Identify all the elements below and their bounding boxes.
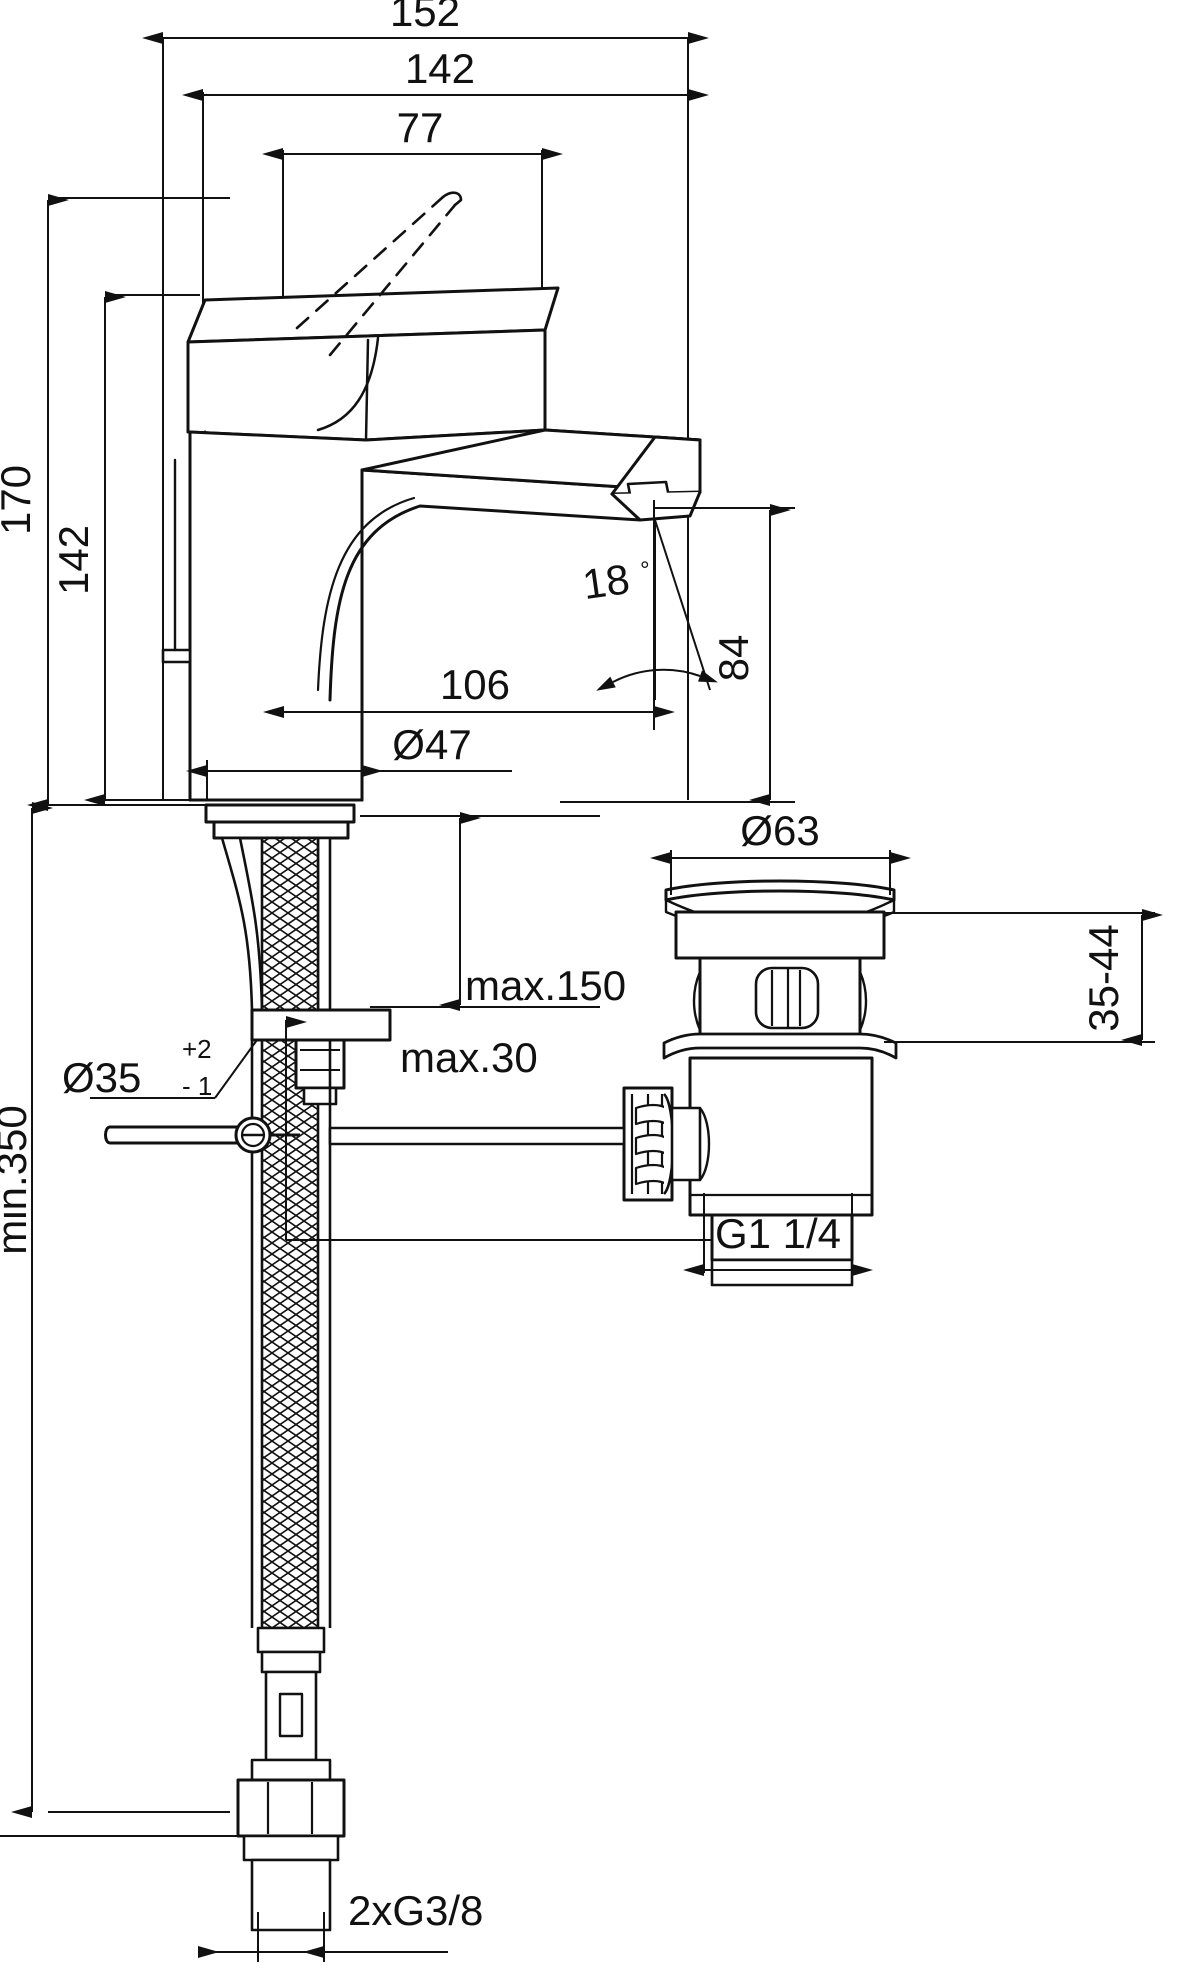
- clamp-nut-body: [294, 1038, 346, 1090]
- dim-label-84: 84: [710, 635, 757, 682]
- popup-horizontal-linkage: [328, 1126, 626, 1146]
- waste-flange-dome: [664, 879, 896, 902]
- braided-hose: [260, 836, 320, 1630]
- top-dimension-group: 152 142 77: [142, 0, 709, 800]
- h84-extension-lines: [560, 507, 795, 803]
- dim-label-g114: G1 1/4: [715, 1210, 841, 1257]
- waste-neck-left-groove: [692, 971, 702, 1031]
- waste-assembly: [328, 879, 898, 1287]
- g114-dimension-group: G1 1/4: [683, 1193, 873, 1285]
- dim-label-max30: max.30: [400, 1034, 538, 1081]
- max30-dimension-group: max.30: [360, 812, 600, 1081]
- dim-label-142-top: 142: [405, 45, 475, 92]
- waste-flange-body: [674, 910, 886, 960]
- angle-dimension-group: 18 ° 84: [560, 504, 795, 806]
- base-flange: [204, 803, 356, 824]
- dim-label-d35-tol-plus: +2: [182, 1034, 212, 1064]
- supply-nut-hex: [236, 1778, 346, 1838]
- lever-edge-crease: [364, 338, 370, 442]
- dim-label-77: 77: [397, 104, 444, 151]
- clamp-nut-facets: [300, 1049, 340, 1071]
- spout-underside-curve-inner: [316, 496, 416, 692]
- max150-dimension-group: max.150: [285, 962, 791, 1246]
- waste-barrel: [688, 1056, 874, 1217]
- dim-label-18: 18: [580, 555, 633, 608]
- popup-lift-rod: [104, 1125, 242, 1145]
- supply-nut-hex-facets: [266, 1782, 314, 1834]
- mounting-plate: [250, 1008, 392, 1042]
- popup-knob-shaft-curve: [699, 1107, 711, 1181]
- waste-overflow-slot-bars: [770, 968, 802, 1028]
- left-dimension-group: 170 142 min.350: [0, 194, 230, 1818]
- shank-taper-right: [316, 836, 332, 1012]
- faucet-body-outline: [161, 191, 702, 802]
- popup-knob-rib-3: [634, 1163, 668, 1186]
- g38-dimension-group: 2xG3/8: [0, 1835, 483, 1962]
- lever-ghost-tip: [441, 191, 463, 207]
- supply-nut-shoulder: [250, 1758, 332, 1782]
- hose-connector-window: [278, 1692, 304, 1738]
- popup-knob-rib-2: [634, 1133, 668, 1156]
- lever-contour-curve: [316, 336, 380, 432]
- dim-label-max150: max.150: [465, 962, 626, 1009]
- dim-label-3544: 35-44: [1080, 924, 1127, 1031]
- dim-label-d63: Ø63: [740, 807, 819, 854]
- hose-ferrule-upper: [256, 1626, 326, 1654]
- waste-gasket: [662, 1032, 898, 1060]
- mounting-hole-callout: Ø35 +2 - 1: [62, 1004, 283, 1101]
- clamp-nut-collar: [302, 1086, 338, 1106]
- dim-label-152: 152: [390, 0, 460, 35]
- aerator-housing: [610, 435, 702, 496]
- shank-taper-left: [220, 836, 264, 1012]
- dim-label-d35: Ø35: [62, 1054, 141, 1101]
- range3544-extension-lines: [884, 912, 1155, 1043]
- g114-dim-extensions: [703, 1193, 853, 1273]
- d63-dimension-group: Ø63: [650, 807, 911, 895]
- waste-tailpiece-base: [710, 1258, 854, 1287]
- dim-label-d47: Ø47: [392, 721, 471, 768]
- angle-inclined-ray: [654, 519, 711, 691]
- dim-label-g38: 2xG3/8: [348, 1887, 483, 1934]
- waste-neck-right-groove: [858, 971, 868, 1031]
- supply-thread-stem: [250, 1858, 332, 1932]
- lever-raised-ghost: [295, 195, 457, 357]
- dim-label-min350: min.350: [0, 1105, 35, 1254]
- dim-label-degree-symbol: °: [640, 557, 650, 584]
- spout-underside-curve: [328, 504, 642, 702]
- hose-ferrule-band: [260, 1650, 322, 1674]
- popup-knob-rib-1: [634, 1103, 668, 1126]
- popup-knob-shaft: [670, 1106, 702, 1182]
- dim-label-170: 170: [0, 465, 39, 535]
- angle-arc: [596, 668, 718, 691]
- g38-extension-lines: [257, 1912, 325, 1962]
- dim-label-142-left: 142: [50, 525, 97, 595]
- base-washer: [212, 820, 350, 840]
- under-deck-assembly: [104, 803, 392, 1932]
- aerator-lower-face: [610, 490, 702, 522]
- dim-label-d35-tol-minus: - 1: [182, 1071, 212, 1101]
- popup-rod-stub: [161, 648, 192, 664]
- range3544-dimension-group: 35-44: [884, 909, 1163, 1046]
- dim-label-106: 106: [440, 661, 510, 708]
- supply-nut-base: [242, 1834, 340, 1862]
